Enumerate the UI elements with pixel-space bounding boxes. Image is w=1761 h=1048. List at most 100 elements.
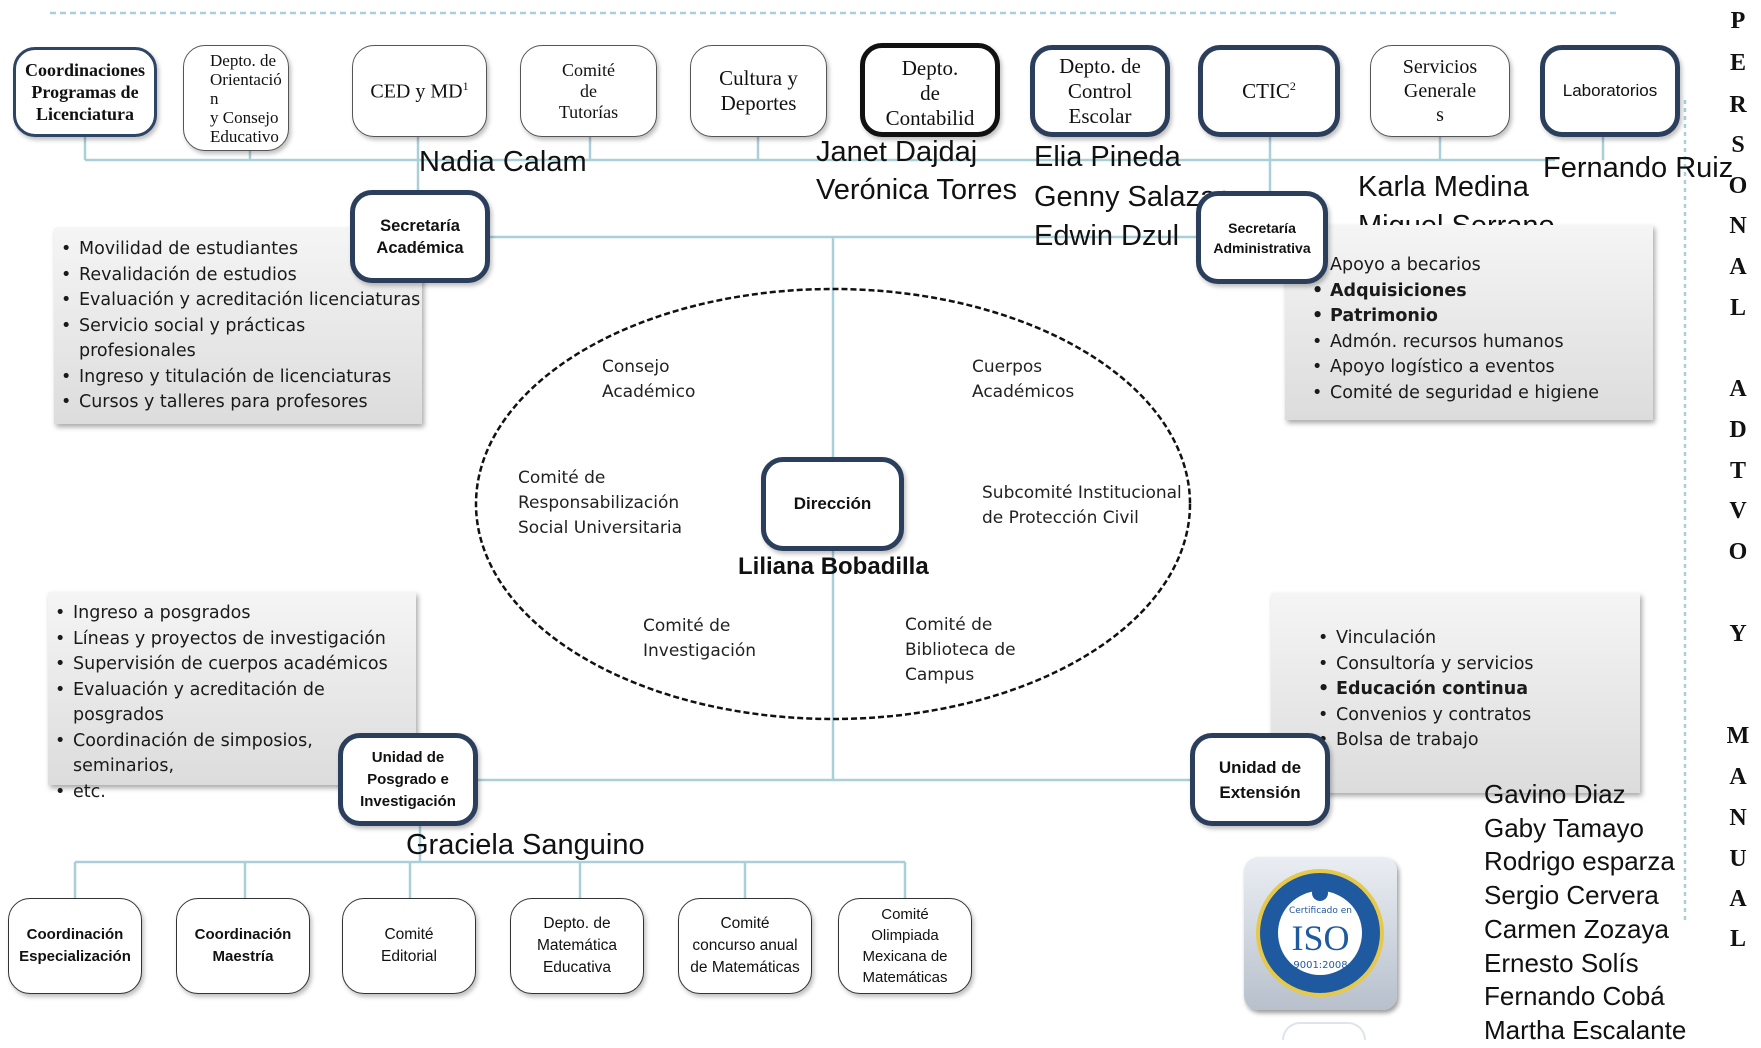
staff-name: Edwin Dzul xyxy=(1034,220,1180,252)
box-line: Deportes xyxy=(720,91,797,115)
box-line: Maestría xyxy=(212,948,274,965)
box-line: Coordinación xyxy=(194,926,292,943)
committees-ellipse xyxy=(474,287,1192,721)
label-line: Académico xyxy=(602,382,696,402)
list-item: Ingreso a posgrados xyxy=(55,601,416,627)
label-line: Campus xyxy=(905,665,975,685)
box-line: Control xyxy=(1067,78,1133,103)
letter: U xyxy=(1729,846,1747,872)
staff-name: Karla Medina xyxy=(1358,171,1529,203)
box-line: Posgrado e xyxy=(367,770,449,788)
box-direccion[interactable]: Dirección xyxy=(761,457,904,551)
box-line: Unidad de xyxy=(1218,757,1302,777)
box-line: Comité xyxy=(561,59,615,80)
list-item: Convenios y contratos xyxy=(1318,703,1640,729)
box-line: de Matemáticas xyxy=(690,959,800,976)
box-line: de xyxy=(920,81,940,105)
staff-name: Elia Pineda xyxy=(1034,141,1181,173)
label-line: Responsabilización xyxy=(518,493,680,513)
letter: T xyxy=(1729,458,1746,484)
list-item: etc. xyxy=(55,780,416,806)
box-line: Depto. de xyxy=(1059,53,1141,78)
list-item: Evaluación y acreditación licenciaturas xyxy=(61,288,422,314)
letter: N xyxy=(1729,805,1747,831)
box-line: Escolar xyxy=(1068,103,1132,128)
extension-staff-list: Gavino Diaz Gaby Tamayo Rodrigo esparza … xyxy=(1484,778,1686,1048)
list-item: Evaluación y acreditación de posgrados xyxy=(55,678,416,729)
iso-seal-icon xyxy=(1256,869,1384,997)
box-ced-md[interactable]: CED y MD1 xyxy=(352,45,487,137)
letter: Y xyxy=(1729,621,1747,647)
list-item: Bolsa de trabajo xyxy=(1318,728,1640,754)
box-line: Educativa xyxy=(542,959,612,976)
box-ctic[interactable]: CTIC2 xyxy=(1198,45,1340,137)
list-item: Vinculación xyxy=(1318,626,1640,652)
list-item: Educación continua xyxy=(1318,677,1640,703)
list-item: Servicio social y prácticas profesionale… xyxy=(61,314,422,365)
letter: R xyxy=(1729,92,1747,118)
box-line: Comité xyxy=(720,915,770,932)
box-line: Programas de xyxy=(31,82,139,102)
label-line: Comité de xyxy=(905,615,993,635)
list-item: Revalidación de estudios xyxy=(61,263,422,289)
letter: M xyxy=(1726,723,1750,749)
box-line: Coordinación xyxy=(26,926,124,943)
box-depto-contabilidad[interactable]: Depto.deContabilidad xyxy=(860,43,1000,137)
box-line: Depto. xyxy=(901,56,959,80)
letter: A xyxy=(1729,254,1747,280)
box-line: Mexicana de xyxy=(862,948,948,965)
box-line: Secretaría xyxy=(380,216,460,235)
box-line: Licenciatura xyxy=(36,104,134,124)
box-line: Cultura y xyxy=(719,66,798,90)
panel-secretaria-administrativa: Apoyo a becarios Adquisiciones Patrimoni… xyxy=(1285,225,1653,420)
iso-big-text: ISO xyxy=(1291,918,1350,958)
label-line: Investigación xyxy=(643,641,757,661)
label-line: Comité de xyxy=(518,468,606,488)
list-item: Líneas y proyectos de investigación xyxy=(55,627,416,653)
staff-name: Graciela Sanguino xyxy=(406,829,645,861)
letter: L xyxy=(1729,926,1746,952)
letter: O xyxy=(1728,539,1748,565)
footnote-marker: 2 xyxy=(1289,78,1296,93)
box-line: Orientació xyxy=(210,69,282,89)
box-laboratorios[interactable]: Laboratorios xyxy=(1540,45,1680,137)
list-item: Apoyo a becarios xyxy=(1312,253,1653,279)
list-item: Patrimonio xyxy=(1312,304,1653,330)
list-item: Adquisiciones xyxy=(1312,279,1653,305)
box-line: Comité xyxy=(384,926,434,943)
staff-name: Genny Salazar xyxy=(1034,181,1226,213)
iso-certification-badge: Certificado en ISO 9001:2008 xyxy=(1244,857,1397,1010)
box-line: Matemática xyxy=(536,937,618,954)
staff-name: Sergio Cervera xyxy=(1484,880,1659,911)
label-line: Consejo xyxy=(602,357,670,377)
staff-name: Gavino Diaz xyxy=(1484,779,1626,809)
box-line: ad xyxy=(886,131,975,132)
letter: V xyxy=(1729,498,1747,524)
letter: S xyxy=(1731,132,1745,158)
list-item: Consultoría y servicios xyxy=(1318,652,1640,678)
list-item: Apoyo logístico a eventos xyxy=(1312,355,1653,381)
staff-name: Martha Escalante xyxy=(1484,1014,1687,1045)
